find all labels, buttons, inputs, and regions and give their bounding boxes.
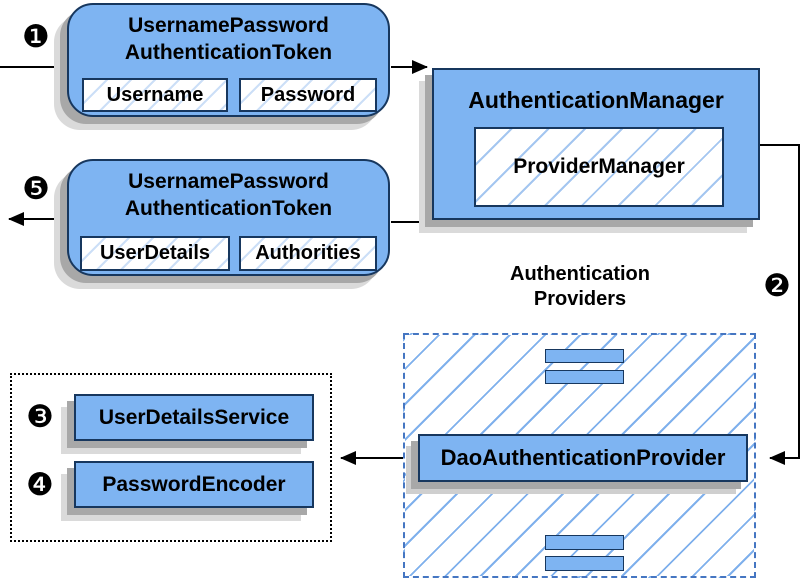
password-encoder-node: PasswordEncoder [74, 461, 314, 508]
authentication-providers-label: Authentication Providers [440, 262, 720, 312]
step-3-badge: ❸ [26, 399, 54, 434]
user-details-service-node: UserDetailsService [74, 394, 314, 441]
step-2-badge: ❷ [763, 268, 791, 303]
provider-placeholder-bar [545, 556, 624, 571]
authorities-field-box: Authorities [239, 236, 377, 271]
label-line-1: Authentication [510, 263, 650, 285]
provider-placeholder-bar [545, 370, 624, 384]
provider-manager-box: ProviderManager [474, 127, 724, 207]
beans-group-box: UserDetailsService PasswordEncoder [10, 373, 332, 542]
node-title: AuthenticationManager [468, 87, 724, 113]
step-5-badge: ❺ [22, 171, 50, 206]
username-password-token-response-node: UsernamePassword AuthenticationToken Use… [67, 159, 390, 276]
authentication-providers-group-box: DaoAuthenticationProvider [403, 333, 756, 578]
dao-authentication-provider-node: DaoAuthenticationProvider [418, 434, 748, 482]
title-line-1: UsernamePassword [128, 170, 329, 193]
provider-placeholder-bar [545, 349, 624, 363]
authentication-manager-node: AuthenticationManager ProviderManager [432, 68, 760, 220]
title-line-1: UsernamePassword [128, 14, 329, 37]
step-4-badge: ❹ [26, 467, 54, 502]
username-password-token-request-node: UsernamePassword AuthenticationToken Use… [67, 3, 390, 117]
password-field-box: Password [239, 78, 377, 112]
node-title: UsernamePassword AuthenticationToken [69, 161, 388, 222]
provider-placeholder-bar [545, 535, 624, 550]
label-line-2: Providers [533, 288, 627, 310]
step-1-badge: ❶ [22, 19, 50, 54]
username-field-box: Username [82, 78, 228, 112]
userdetails-field-box: UserDetails [80, 236, 230, 271]
title-line-2: AuthenticationToken [124, 197, 333, 220]
title-line-2: AuthenticationToken [124, 41, 333, 64]
node-title: UsernamePassword AuthenticationToken [69, 5, 388, 66]
